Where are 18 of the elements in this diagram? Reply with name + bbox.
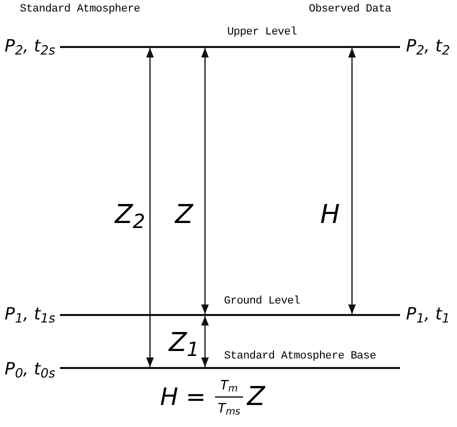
dimension-label: Z$_{2}$ — [114, 202, 146, 228]
heading-text: Standard Atmosphere — [20, 4, 140, 16]
variable-label: P$_{1}$, t$_{1}$ — [406, 306, 450, 324]
variable-label: P$_{2}$, t$_{2}$ — [406, 38, 450, 56]
level-label: Standard Atmosphere Base — [224, 352, 376, 362]
variable-label: P$_{1}$, t$_{1s}$ — [4, 306, 56, 324]
dimension-label: Z — [175, 202, 193, 228]
formula-text: T$_{ms}$ — [218, 402, 240, 416]
formula-text: H = — [160, 385, 206, 409]
dimension-label: H — [320, 202, 340, 228]
formula-text: T$_{m}$ — [220, 380, 238, 392]
variable-label: P$_{2}$, t$_{2s}$ — [4, 38, 56, 56]
variable-label: P$_{0}$, t$_{0s}$ — [4, 362, 56, 378]
level-label: Upper Level — [227, 28, 297, 38]
heading-text: Observed Data — [308, 4, 392, 16]
dimension-label: Z$_{1}$ — [168, 330, 200, 356]
formula-text: Z — [247, 384, 265, 410]
level-label: Ground Level — [224, 296, 300, 308]
